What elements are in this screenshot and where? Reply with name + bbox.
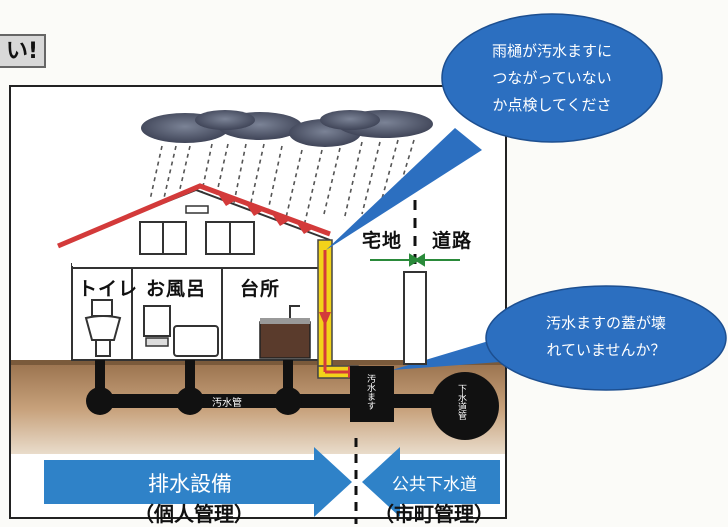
room-label-kitchen: 台所	[240, 278, 281, 300]
boundary-label-private: 宅地	[362, 230, 403, 252]
public-sewer-subtitle: （市町管理）	[374, 502, 494, 526]
room-label-bath: お風呂	[146, 278, 207, 300]
house	[57, 183, 331, 361]
toilet-fixture	[84, 299, 122, 357]
boundary-arrows	[370, 253, 460, 267]
bubble-top-line-1: 雨樋が汚水ますに	[491, 42, 612, 60]
public-main-label: 下水道管	[456, 384, 466, 420]
roof-water-arrows	[218, 194, 314, 234]
bubble-bottom	[485, 285, 727, 391]
bubble-bottom-text: 汚水ますの蓋が壊 れていませんか？	[524, 310, 688, 364]
public-sewer-arrow	[362, 447, 500, 517]
bubble-top-line-2: つながっていない	[492, 69, 612, 87]
sewage-pipe-label: 汚水管	[212, 398, 242, 409]
bubble-top-pointer	[326, 128, 482, 250]
bubble-top-line-3: か点検してくださ	[492, 96, 612, 114]
private-facilities-title: 排水設備	[148, 472, 232, 496]
corner-tag: い!	[0, 34, 46, 68]
sewage-basin	[350, 366, 394, 422]
bubble-top	[441, 13, 663, 143]
bubble-top-text: 雨樋が汚水ますに つながっていない か点検してくださ	[470, 38, 634, 119]
private-facilities-arrow	[44, 447, 352, 517]
bubble-bottom-line-2: れていませんか？	[546, 341, 666, 359]
soil-layer	[11, 364, 505, 454]
sewage-pipe	[86, 360, 438, 415]
kitchen-fixture	[259, 305, 311, 359]
ground-line	[11, 360, 505, 365]
bath-fixture	[143, 305, 219, 357]
boundary-label-road: 道路	[432, 230, 473, 252]
public-sewer-title: 公共下水道	[392, 475, 477, 495]
public-sewer-main	[431, 372, 499, 440]
sewage-basin-label: 汚水ます	[365, 374, 375, 410]
room-label-toilet: トイレ	[78, 278, 139, 300]
rain-clouds	[141, 110, 433, 147]
downspout	[317, 239, 362, 379]
road-post	[403, 271, 427, 365]
private-facilities-subtitle: （個人管理）	[134, 502, 254, 526]
bubble-bottom-line-1: 汚水ますの蓋が壊	[545, 314, 666, 332]
